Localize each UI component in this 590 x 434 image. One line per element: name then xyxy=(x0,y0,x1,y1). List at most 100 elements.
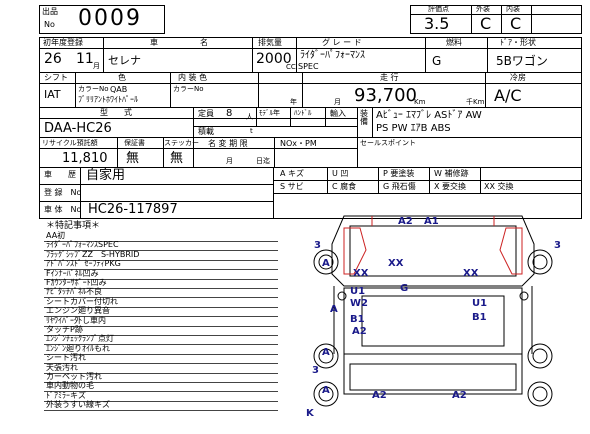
legend-item: X 要交換 xyxy=(434,182,467,191)
feature-rule xyxy=(44,400,278,402)
damage-mark: U1 xyxy=(472,298,488,309)
feature-item: Fｶｳﾝﾀｰｻﾎﾟｰﾄ凹み xyxy=(46,278,107,287)
warranty-value: 無 xyxy=(126,151,140,166)
feature-item: ﾅﾋﾞﾀｯﾁﾊﾟﾈﾙ不良 xyxy=(46,287,102,297)
color-name: ﾌﾞﾘﾘｱﾝﾄﾎﾜｲﾄﾊﾟｰﾙ xyxy=(78,95,138,104)
equipment-line2: PS PW ｴｱB ABS xyxy=(376,123,451,134)
damage-mark: G xyxy=(400,283,409,294)
ac-label: 冷房 xyxy=(510,73,526,82)
feature-item: AA初 xyxy=(46,231,66,240)
feature-rule xyxy=(44,325,278,327)
score-label: 評価点 xyxy=(428,5,449,13)
interior-grade: C xyxy=(510,14,522,33)
interior-color-label: 内 装 色 xyxy=(178,73,208,82)
damage-mark: A xyxy=(330,304,338,315)
ac: A/C xyxy=(494,86,522,105)
capacity-label: 定員 xyxy=(198,109,214,118)
exterior-label: 外装 xyxy=(476,5,490,13)
interior-color-no-label: カラーNo xyxy=(173,85,204,93)
color-no-label: カラーNo xyxy=(78,85,109,93)
feature-rule xyxy=(44,335,278,336)
recycle-label: リサイクル預託額 xyxy=(42,139,98,147)
damage-mark: A xyxy=(322,347,330,358)
feature-rule xyxy=(44,278,278,280)
damage-mark: A xyxy=(322,258,330,269)
score-value: 3.5 xyxy=(424,14,450,33)
feature-item: 天張汚れ xyxy=(46,362,78,372)
km-unit: Km xyxy=(414,98,426,106)
feature-rule xyxy=(44,316,278,318)
color-no: QAB xyxy=(110,85,128,94)
usage-label: 車 歴 xyxy=(44,170,76,179)
nox-label: NOx・PM xyxy=(280,139,317,148)
usage-value: 自家用 xyxy=(86,168,126,183)
damage-mark: XX xyxy=(463,268,479,279)
feature-item: ﾌﾗｯｸﾞｼｯﾌﾟZZ S-HYBRID xyxy=(46,249,140,259)
damage-mark: 3 xyxy=(314,240,321,251)
cc-unit: CC xyxy=(286,63,296,71)
mileage: 93,700 xyxy=(354,85,417,106)
reg-month-unit: 月 xyxy=(93,62,100,70)
feature-item: ﾄﾞｱﾐﾗｰキズ xyxy=(46,390,86,400)
feature-item: シート汚れ xyxy=(46,353,86,363)
fuel-label: 燃料 xyxy=(446,38,462,47)
chassis-label: 車 体 No xyxy=(44,205,82,214)
handle-label: ﾊﾝﾄﾞﾙ xyxy=(294,109,312,117)
vehicle-name-label-b: 名 xyxy=(200,38,208,47)
feature-item: ﾗｲﾀﾞｰﾊﾟﾌｫｰﾏﾝｽSPEC xyxy=(46,240,119,250)
name-change-label: 名 変 期 限 xyxy=(208,139,248,148)
feature-rule xyxy=(44,344,278,346)
reg-month: 11 xyxy=(76,51,94,67)
legend-item: A キズ xyxy=(280,169,305,178)
feature-rule xyxy=(44,259,278,261)
equipment-line1: Aﾋﾞｭｰ ｴﾏﾌﾞﾚ ASﾄﾞｱ AW xyxy=(376,110,482,121)
model-label: 型 式 xyxy=(100,108,132,117)
feature-item: エンジン廻り異音 xyxy=(46,306,110,316)
sticker-value: 無 xyxy=(170,151,184,166)
door-shape: 5Bワゴン xyxy=(496,54,548,68)
feature-item: ｴﾝｼﾞﾝﾁｪｯｸﾗﾝﾌﾟ点灯 xyxy=(46,334,114,344)
capacity-unit: 人 xyxy=(246,113,253,121)
fuel: G xyxy=(432,54,442,68)
damage-mark: XX xyxy=(353,268,369,279)
damage-mark: B1 xyxy=(472,312,487,323)
damage-mark: A2 xyxy=(452,390,467,401)
day-unit: 日迄 xyxy=(256,157,270,165)
damage-mark: A1 xyxy=(424,216,439,227)
vehicle-name-label-a: 車 xyxy=(150,38,158,47)
legend-item: P 要塗装 xyxy=(383,169,415,178)
feature-rule xyxy=(44,241,278,242)
feature-rule xyxy=(44,288,278,289)
feature-rule xyxy=(44,363,278,365)
damage-mark: 3 xyxy=(554,240,561,251)
feature-rule xyxy=(44,391,278,393)
grade-label: グ レ ー ド xyxy=(322,38,362,47)
interior-label: 内装 xyxy=(506,5,520,13)
car-damage-diagram xyxy=(313,215,553,407)
kkm-unit: 千Km xyxy=(466,98,485,106)
legend-item: C 腐食 xyxy=(332,182,357,191)
features-title: ＊特記事項＊ xyxy=(46,221,101,231)
shift: IAT xyxy=(44,88,61,101)
recycle-value: 11,810 xyxy=(62,151,108,166)
import-label: 輸入 xyxy=(330,109,346,118)
sticker-label: ステッカー xyxy=(164,139,199,147)
legend-item: W 補修跡 xyxy=(434,169,469,178)
damage-mark: U1 xyxy=(350,286,366,297)
displacement: 2000 xyxy=(256,51,292,67)
displacement-label: 排気量 xyxy=(258,38,282,47)
feature-rule xyxy=(44,382,278,383)
model-code: DAA-HC26 xyxy=(44,121,112,136)
first-reg-label: 初年度登録 xyxy=(43,38,83,47)
feature-item: 外装うすい線キズ xyxy=(46,400,110,410)
door-shape-label: ﾄﾞｱ・形状 xyxy=(500,38,536,47)
exterior-grade: C xyxy=(480,14,492,33)
shift-label: シフト xyxy=(44,73,68,82)
reg-no-label: 登 録 No xyxy=(44,188,82,197)
reg-year: 26 xyxy=(44,51,62,67)
chassis-value: HC26-117897 xyxy=(88,202,178,217)
feature-rule xyxy=(44,269,278,271)
feature-item: タッチP跡 xyxy=(46,325,83,334)
color-label: 色 xyxy=(118,73,126,82)
grade-line2: SPEC xyxy=(298,62,319,71)
